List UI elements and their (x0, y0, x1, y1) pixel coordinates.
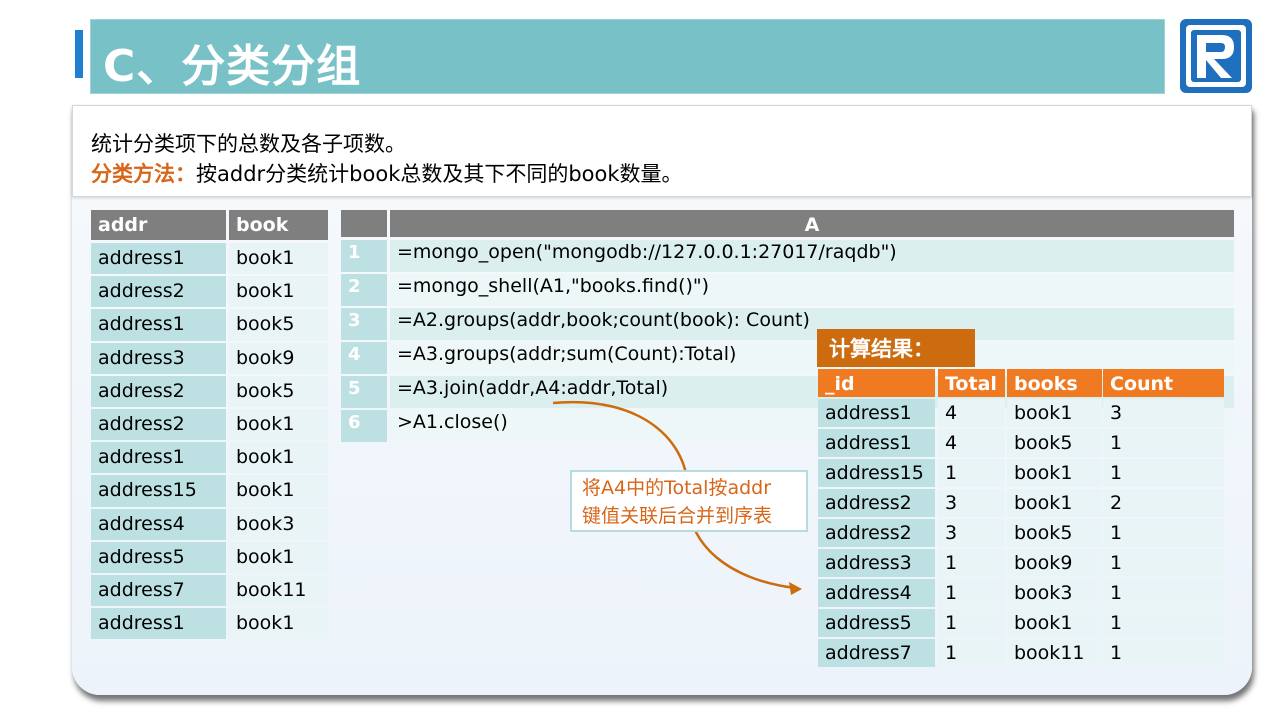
title-accent-bar (75, 30, 83, 78)
source-header-book: book (229, 210, 328, 240)
result-cell: 1 (1103, 519, 1224, 547)
grid-row-number: 2 (341, 274, 387, 306)
result-cell: address1 (818, 399, 935, 427)
source-cell: address1 (91, 608, 226, 640)
result-label: 计算结果： (817, 329, 975, 367)
result-cell: 4 (938, 399, 1005, 427)
source-cell: address1 (91, 442, 226, 474)
result-cell: book5 (1007, 429, 1102, 457)
result-cell: 4 (938, 429, 1005, 457)
source-cell: book1 (229, 409, 328, 441)
source-header-addr: addr (91, 210, 226, 240)
grid-formula-cell: =mongo_open("mongodb://127.0.0.1:27017/r… (390, 240, 1234, 272)
result-cell: address7 (818, 639, 935, 667)
source-cell: address1 (91, 309, 226, 341)
result-cell: 1 (1103, 459, 1224, 487)
source-cell: address4 (91, 508, 226, 540)
method-text: 按addr分类统计book总数及其下不同的book数量。 (196, 162, 683, 186)
grid-row-number: 3 (341, 308, 387, 340)
source-cell: book1 (229, 608, 328, 640)
result-cell: 3 (938, 519, 1005, 547)
slide-title: C、分类分组 (103, 41, 362, 92)
source-cell: book1 (229, 475, 328, 507)
source-cell: book5 (229, 375, 328, 407)
result-header-Total: Total (938, 369, 1005, 397)
result-cell: 1 (1103, 639, 1224, 667)
result-cell: 2 (1103, 489, 1224, 517)
source-cell: book1 (229, 442, 328, 474)
result-cell: address2 (818, 519, 935, 547)
result-cell: 1 (1103, 429, 1224, 457)
source-cell: address3 (91, 342, 226, 374)
result-cell: 1 (938, 579, 1005, 607)
result-cell: book1 (1007, 609, 1102, 637)
grid-row-number: 4 (341, 342, 387, 374)
result-cell: book1 (1007, 399, 1102, 427)
source-cell: address2 (91, 276, 226, 308)
result-header-Count: Count (1103, 369, 1224, 397)
result-cell: book3 (1007, 579, 1102, 607)
annotation-line-2: 键值关联后合并到序表 (582, 505, 773, 527)
source-cell: address2 (91, 409, 226, 441)
source-cell: book5 (229, 309, 328, 341)
raqsoft-logo-icon (1180, 19, 1252, 93)
grid-formula-cell: =mongo_shell(A1,"books.find()") (390, 274, 1234, 306)
source-cell: address15 (91, 475, 226, 507)
result-cell: book5 (1007, 519, 1102, 547)
result-cell: 1 (1103, 579, 1224, 607)
result-cell: book1 (1007, 459, 1102, 487)
annotation-box: 将A4中的Total按addr 键值关联后合并到序表 (570, 470, 808, 532)
result-cell: address15 (818, 459, 935, 487)
source-cell: book1 (229, 243, 328, 275)
grid-formula-cell: =A3.groups(addr;sum(Count):Total) (390, 342, 1234, 374)
method-label: 分类方法： (91, 162, 196, 186)
result-cell: book1 (1007, 489, 1102, 517)
result-cell: address2 (818, 489, 935, 517)
result-cell: 1 (1103, 609, 1224, 637)
result-cell: 1 (938, 549, 1005, 577)
grid-formula-cell: =A2.groups(addr,book;count(book): Count) (390, 308, 1234, 340)
result-cell: book11 (1007, 639, 1102, 667)
result-cell: book9 (1007, 549, 1102, 577)
result-header-id: _id (818, 369, 935, 397)
result-cell: address4 (818, 579, 935, 607)
grid-row-number: 1 (341, 240, 387, 272)
description-box: 统计分类项下的总数及各子项数。 分类方法：按addr分类统计book总数及其下不… (72, 105, 1252, 197)
source-cell: address2 (91, 375, 226, 407)
source-cell: book9 (229, 342, 328, 374)
grid-column-header: A (390, 210, 1234, 237)
grid-row-number: 5 (341, 376, 387, 408)
source-cell: address7 (91, 575, 226, 607)
source-cell: book1 (229, 276, 328, 308)
source-cell: book3 (229, 508, 328, 540)
description-line-2: 分类方法：按addr分类统计book总数及其下不同的book数量。 (91, 158, 683, 188)
grid-row-number: 6 (341, 410, 387, 442)
annotation-line-1: 将A4中的Total按addr (582, 477, 772, 499)
result-cell: address1 (818, 429, 935, 457)
description-line-1: 统计分类项下的总数及各子项数。 (91, 132, 406, 156)
result-header-books: books (1007, 369, 1102, 397)
source-cell: book11 (229, 575, 328, 607)
result-cell: 1 (1103, 549, 1224, 577)
title-bar: C、分类分组 (90, 19, 1165, 94)
result-cell: address5 (818, 609, 935, 637)
result-cell: 3 (938, 489, 1005, 517)
source-cell: address1 (91, 243, 226, 275)
result-cell: 1 (938, 609, 1005, 637)
grid-corner (341, 210, 387, 237)
result-cell: 1 (938, 639, 1005, 667)
result-cell: 1 (938, 459, 1005, 487)
source-cell: address5 (91, 541, 226, 573)
source-cell: book1 (229, 541, 328, 573)
result-cell: address3 (818, 549, 935, 577)
result-cell: 3 (1103, 399, 1224, 427)
